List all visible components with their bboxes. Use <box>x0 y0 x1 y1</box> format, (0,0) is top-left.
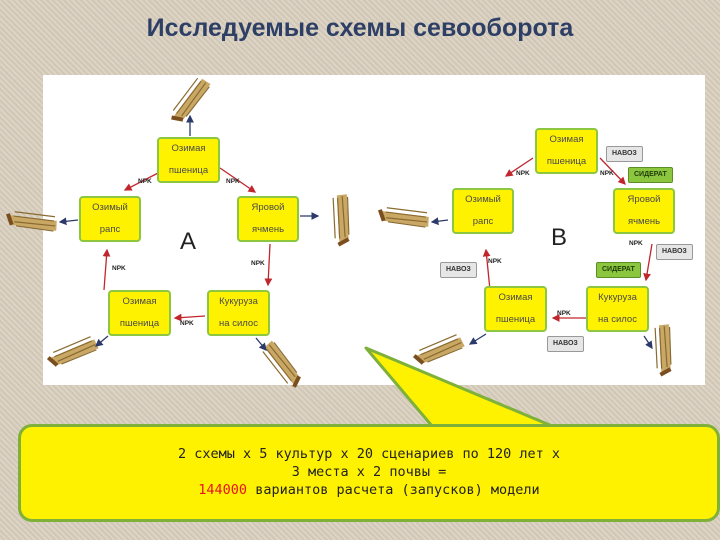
callout-line-2: 3 места x 2 почвы = <box>291 464 447 480</box>
npk-label: NPK <box>557 310 571 317</box>
callout-line-1: 2 схемы x 5 культур x 20 сценариев по 12… <box>177 446 560 462</box>
box-label: Озимый <box>465 194 501 205</box>
straw-bundle-icon <box>2 190 65 252</box>
box-label: Яровой <box>251 202 285 213</box>
box-label: Кукуруза <box>219 296 258 307</box>
straw-bundle-icon <box>159 72 221 126</box>
manure-tag: НАВОЗ <box>656 244 693 260</box>
diagram-a-label: A <box>180 228 197 255</box>
box-label: Озимая <box>549 134 584 145</box>
box-label: рапс <box>99 224 121 235</box>
box-label: Озимая <box>498 292 533 303</box>
callout-line-3: 144000 вариантов расчета (запусков) моде… <box>21 481 717 499</box>
straw-bundle-icon <box>411 326 469 372</box>
npk-label: NPK <box>138 178 152 185</box>
box-b-winter-wheat-bottom: Озимая пшеница <box>484 286 547 332</box>
manure-tag: НАВОЗ <box>547 336 584 352</box>
box-label: пшеница <box>546 156 587 167</box>
straw-bundle-icon <box>259 336 303 392</box>
npk-label: NPK <box>251 260 265 267</box>
box-a-winter-wheat-top: Озимая пшеница <box>157 137 220 183</box>
npk-label: NPK <box>600 170 614 177</box>
box-label: ячмень <box>251 224 285 235</box>
box-label: пшеница <box>495 314 536 325</box>
box-label: на силос <box>598 314 637 325</box>
box-b-spring-barley: Яровой ячмень <box>613 188 675 234</box>
green-manure-tag: СИДЕРАТ <box>596 262 641 278</box>
box-a-corn-silage: Кукуруза на силос <box>207 290 270 336</box>
straw-bundle-icon <box>374 186 437 248</box>
straw-bundle-icon <box>45 328 103 374</box>
box-label: пшеница <box>168 165 209 176</box>
npk-label: NPK <box>180 320 194 327</box>
box-a-winter-rapeseed: Озимый рапс <box>79 196 141 242</box>
box-a-spring-barley: Яровой ячмень <box>237 196 299 242</box>
box-label: ячмень <box>627 216 661 227</box>
box-label: Озимая <box>171 143 206 154</box>
callout-box: 2 схемы x 5 культур x 20 сценариев по 12… <box>18 424 720 522</box>
box-b-corn-silage: Кукуруза на силос <box>586 286 649 332</box>
green-manure-tag: СИДЕРАТ <box>628 167 673 183</box>
npk-label: NPK <box>112 265 126 272</box>
box-label: пшеница <box>119 318 160 329</box>
manure-tag: НАВОЗ <box>440 262 477 278</box>
box-b-winter-wheat-top: Озимая пшеница <box>535 128 598 174</box>
box-label: Яровой <box>627 194 661 205</box>
callout-pointer <box>364 346 554 428</box>
manure-tag: НАВОЗ <box>606 146 643 162</box>
box-label: Кукуруза <box>598 292 637 303</box>
callout-line-3-rest: вариантов расчета (запусков) модели <box>247 482 540 498</box>
npk-label: NPK <box>516 170 530 177</box>
straw-bundle-icon <box>312 187 370 250</box>
npk-label: NPK <box>226 178 240 185</box>
box-label: на силос <box>219 318 258 329</box>
box-label: Озимая <box>122 296 157 307</box>
box-label: рапс <box>472 216 494 227</box>
page-title: Исследуемые схемы севооборота <box>146 14 574 42</box>
npk-label: NPK <box>629 240 643 247</box>
box-b-winter-rapeseed: Озимый рапс <box>452 188 514 234</box>
box-a-winter-wheat-bottom: Озимая пшеница <box>108 290 171 336</box>
diagram-b-label: B <box>551 224 568 251</box>
callout-highlight-number: 144000 <box>198 482 248 498</box>
npk-label: NPK <box>488 258 502 265</box>
box-label: Озимый <box>92 202 128 213</box>
